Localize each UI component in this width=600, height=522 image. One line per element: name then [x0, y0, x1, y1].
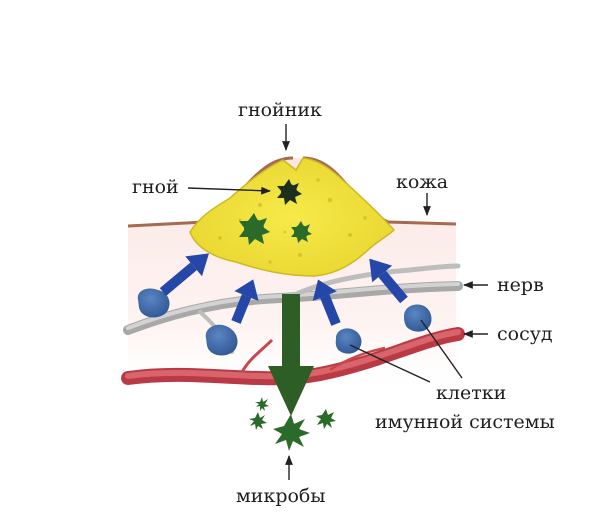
cell-migration-arrows	[159, 253, 408, 326]
label-pointers	[187, 124, 488, 480]
arrow-icon	[231, 279, 259, 324]
immune-cell	[137, 288, 170, 318]
microbe-icon	[316, 409, 336, 429]
immune-cells-label-line2: имунной системы	[375, 411, 555, 433]
immune-cells-label-line1: клетки	[436, 382, 507, 404]
blood-vessel	[121, 327, 465, 386]
pus-mass	[189, 157, 396, 277]
immune-cell	[404, 304, 432, 332]
arrow-icon	[159, 253, 209, 296]
immune-cell-pointer	[420, 319, 463, 379]
arrow-icon	[312, 279, 341, 326]
immune-cell	[205, 324, 238, 356]
pus-texture	[218, 178, 367, 264]
skin-label: кожа	[396, 171, 449, 193]
microbe-icon	[255, 397, 269, 411]
abscess-label: гнойник	[238, 99, 322, 121]
microbes-label: микробы	[236, 485, 326, 507]
microbe-icon	[249, 412, 267, 430]
microbe-icon	[291, 221, 312, 243]
pus-pointer	[187, 186, 271, 195]
microbe-icon	[239, 213, 270, 245]
arrow-icon	[369, 258, 408, 304]
microbe-icon	[277, 179, 302, 205]
immune-cell-pointer	[349, 344, 431, 383]
nerve-label: нерв	[497, 274, 544, 296]
pus-label: гной	[132, 176, 179, 198]
vessel-label: сосуд	[497, 323, 553, 345]
microbe-icon	[273, 414, 310, 451]
microbe-entry-arrow	[268, 294, 314, 416]
